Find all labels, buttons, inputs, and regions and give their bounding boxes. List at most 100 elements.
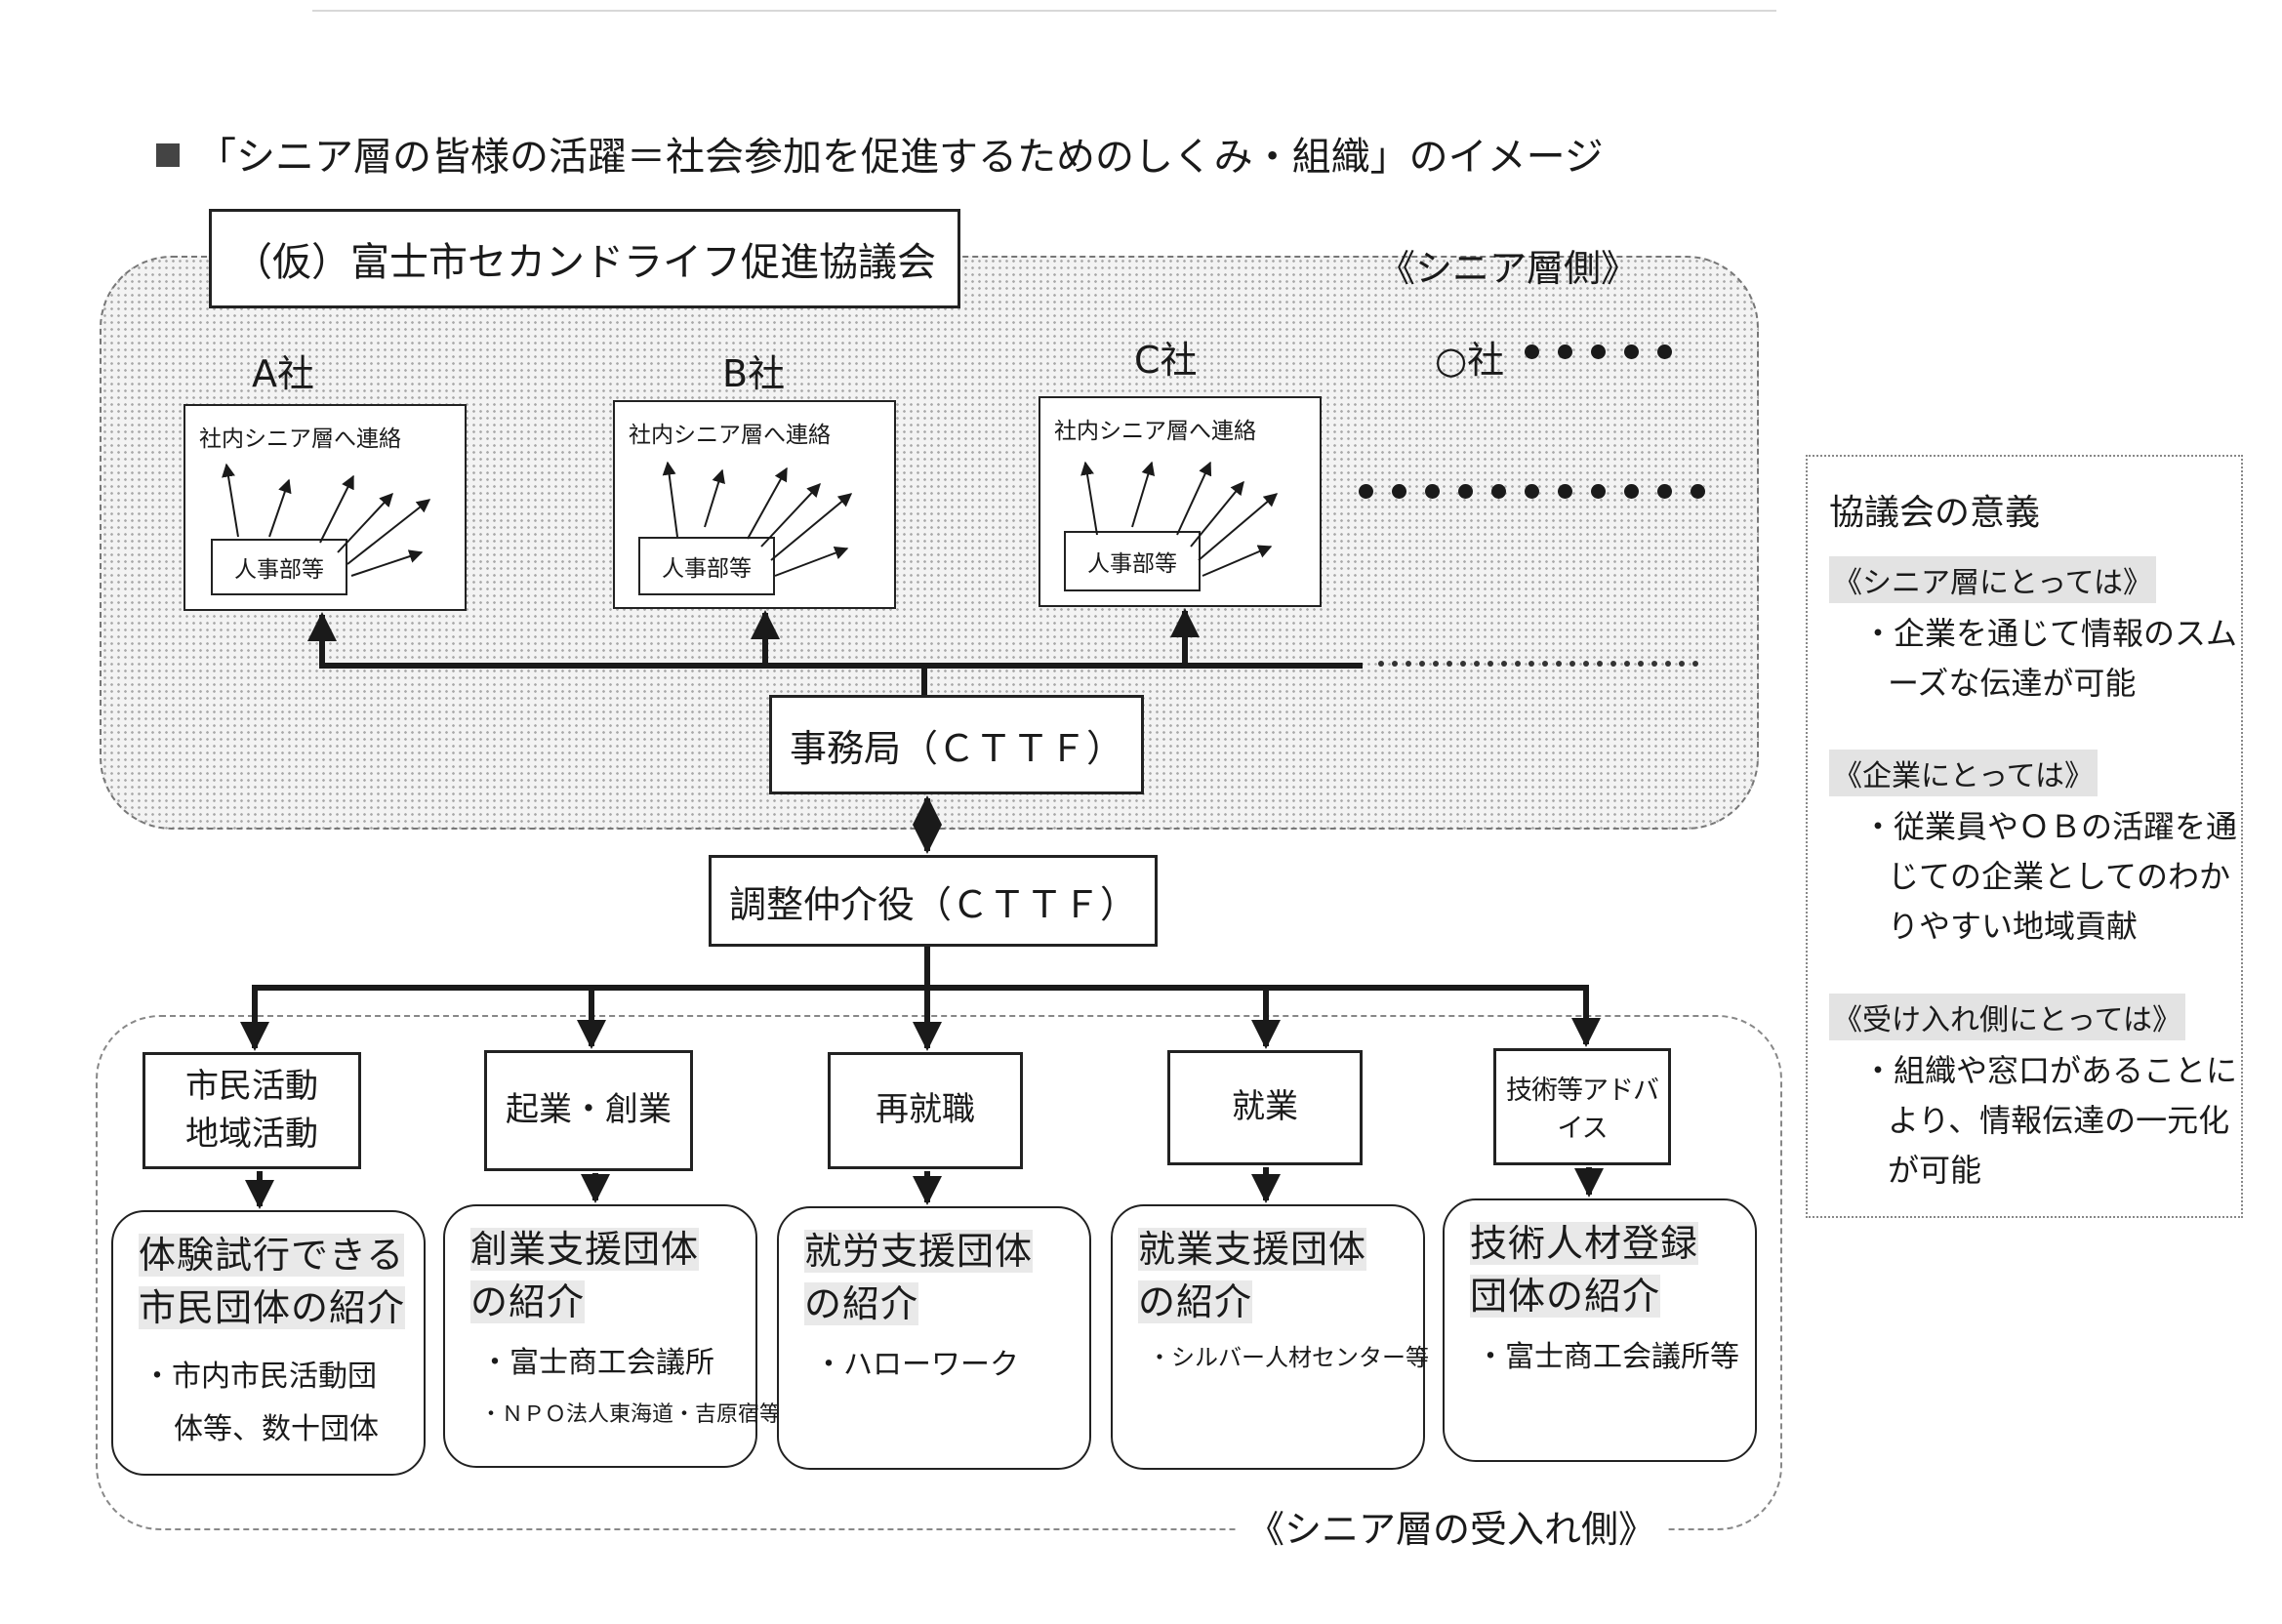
small-ellipsis-dot bbox=[1610, 661, 1616, 667]
small-ellipsis-dot bbox=[1487, 661, 1493, 667]
significance-heading: 《受け入れ側にとっては》 bbox=[1829, 994, 2185, 1040]
ellipsis-dot bbox=[1624, 345, 1639, 359]
institution-box-startup: 創業支援団体 の紹介 ・富士商工会議所 ・ＮＰＯ法人東海道・吉原宿等 bbox=[443, 1204, 781, 1468]
institution-box-employment: 就業支援団体 の紹介 ・シルバー人材センター等 bbox=[1111, 1204, 1429, 1470]
ellipsis-dot bbox=[1691, 484, 1705, 499]
small-ellipsis-dot bbox=[1692, 661, 1698, 667]
institution-title: 就労支援団体 の紹介 bbox=[804, 1226, 1034, 1331]
small-ellipsis-dot bbox=[1447, 661, 1452, 667]
small-ellipsis-dot bbox=[1474, 661, 1480, 667]
institution-example: ・富士商工会議所等 bbox=[1476, 1340, 1739, 1374]
small-ellipsis-dot bbox=[1665, 661, 1671, 667]
company-feed-arrows bbox=[307, 608, 1200, 666]
institution-example: ・シルバー人材センター等 bbox=[1148, 1344, 1429, 1371]
significance-title: 協議会の意義 bbox=[1829, 493, 2041, 533]
small-ellipsis-dot bbox=[1556, 661, 1562, 667]
significance-section-senior: 《シニア層にとっては》 ・企業を通じて情報のスムーズな伝達が可能 bbox=[1829, 556, 2239, 709]
significance-text: ・組織や窓口があることにより、情報伝達の一元化が可能 bbox=[1862, 1052, 2238, 1190]
institution-title: 創業支援団体 の紹介 bbox=[470, 1224, 700, 1329]
ellipsis-dot bbox=[1558, 345, 1572, 359]
significance-heading: 《シニア層にとっては》 bbox=[1829, 556, 2156, 603]
small-ellipsis-dot bbox=[1515, 661, 1521, 667]
company-a-notice: 社内シニア層へ連絡 bbox=[199, 426, 401, 452]
distribution-bus bbox=[319, 663, 1363, 695]
company-c-name: C社 bbox=[1134, 339, 1198, 382]
significance-panel: 協議会の意義 《シニア層にとっては》 ・企業を通じて情報のスムーズな伝達が可能 … bbox=[1806, 455, 2243, 1218]
small-ellipsis-dot bbox=[1542, 661, 1548, 667]
page-heading: 「シニア層の皆様の活躍＝社会参加を促進するためのしくみ・組織」のイメージ bbox=[156, 125, 1604, 182]
company-c-hr-box: 人事部等 bbox=[1064, 531, 1201, 591]
institution-feed-arrows bbox=[245, 1167, 1604, 1209]
company-b-hr-box: 人事部等 bbox=[638, 537, 775, 595]
senior-side-label: 《シニア層側》 bbox=[1378, 247, 1639, 290]
ellipsis-dot bbox=[1425, 484, 1440, 499]
ellipsis-dot bbox=[1591, 345, 1606, 359]
other-company-name: ○社 bbox=[1435, 339, 1505, 382]
square-bullet-icon bbox=[156, 143, 180, 167]
small-ellipsis-dot bbox=[1569, 661, 1575, 667]
small-ellipsis-dot bbox=[1679, 661, 1685, 667]
institution-example: ・ＮＰＯ法人東海道・吉原宿等 bbox=[480, 1402, 782, 1427]
category-technical-advice: 技術等アドバイス bbox=[1493, 1048, 1671, 1165]
category-bus bbox=[252, 947, 1589, 991]
company-c-notice: 社内シニア層へ連絡 bbox=[1054, 419, 1256, 444]
company-b-notice-arrows bbox=[662, 461, 853, 577]
small-ellipsis-dot bbox=[1597, 661, 1603, 667]
ellipsis-dot bbox=[1624, 484, 1639, 499]
small-ellipsis-dot bbox=[1651, 661, 1657, 667]
ellipsis-dot bbox=[1392, 484, 1406, 499]
significance-section-company: 《企業にとっては》 ・従業員やＯＢの活躍を通じての企業としてのわかりやすい地域貢… bbox=[1829, 750, 2239, 953]
small-ellipsis-dot bbox=[1583, 661, 1589, 667]
company-a-name: A社 bbox=[252, 352, 314, 395]
category-civic-activities: 市民活動 地域活動 bbox=[143, 1052, 361, 1169]
company-b-name: B社 bbox=[722, 352, 786, 395]
institution-title: 就業支援団体 の紹介 bbox=[1138, 1224, 1367, 1329]
ellipsis-dot bbox=[1491, 484, 1506, 499]
institution-example: ・ハローワーク bbox=[814, 1348, 1019, 1382]
small-ellipsis-dot bbox=[1392, 661, 1398, 667]
small-ellipsis-dot bbox=[1378, 661, 1384, 667]
institution-title: 技術人材登録 団体の紹介 bbox=[1470, 1218, 1699, 1323]
heading-text: 「シニア層の皆様の活躍＝社会参加を促進するためのしくみ・組織」のイメージ bbox=[197, 135, 1604, 180]
institution-example: ・富士商工会議所 bbox=[480, 1346, 714, 1380]
category-reemployment: 再就職 bbox=[828, 1052, 1023, 1169]
significance-text: ・従業員やＯＢの活躍を通じての企業としてのわかりやすい地域貢献 bbox=[1862, 808, 2238, 946]
significance-heading: 《企業にとっては》 bbox=[1829, 750, 2098, 796]
small-ellipsis-dot bbox=[1638, 661, 1644, 667]
small-ellipsis-dot bbox=[1501, 661, 1507, 667]
ellipsis-dot bbox=[1591, 484, 1606, 499]
small-ellipsis-dot bbox=[1624, 661, 1630, 667]
company-b-notice: 社内シニア層へ連絡 bbox=[629, 423, 831, 448]
small-ellipsis-dot bbox=[1460, 661, 1466, 667]
category-startup: 起業・創業 bbox=[484, 1050, 693, 1171]
receiver-side-label: 《シニア層の受入れ側》 bbox=[1238, 1499, 1666, 1553]
ellipsis-dot bbox=[1359, 484, 1373, 499]
ellipsis-dot bbox=[1657, 484, 1672, 499]
small-ellipsis-dot bbox=[1528, 661, 1534, 667]
significance-text: ・企業を通じて情報のスムーズな伝達が可能 bbox=[1862, 615, 2238, 703]
ellipsis-dot bbox=[1525, 484, 1539, 499]
category-feed-arrows bbox=[240, 988, 1601, 1051]
institution-example: ・市内市民活動団 bbox=[143, 1360, 377, 1394]
secretariat-box: 事務局（ＣＴＴＦ） bbox=[769, 695, 1144, 794]
institution-box-technical: 技術人材登録 団体の紹介 ・富士商工会議所等 bbox=[1443, 1198, 1757, 1462]
small-ellipsis-dot bbox=[1433, 661, 1439, 667]
company-b-box: 社内シニア層へ連絡 人事部等 bbox=[613, 400, 896, 609]
institution-box-civic: 体験試行できる 市民団体の紹介 ・市内市民活動団 体等、数十団体 bbox=[111, 1210, 426, 1476]
company-a-notice-arrows bbox=[222, 463, 431, 577]
company-c-notice-arrows bbox=[1080, 461, 1279, 577]
coordinator-box: 調整仲介役（ＣＴＴＦ） bbox=[709, 855, 1158, 947]
council-box: （仮）富士市セカンドライフ促進協議会 bbox=[209, 209, 960, 308]
institution-title: 体験試行できる 市民団体の紹介 bbox=[139, 1230, 406, 1335]
significance-section-receiver: 《受け入れ側にとっては》 ・組織や窓口があることにより、情報伝達の一元化が可能 bbox=[1829, 994, 2239, 1197]
company-a-hr-box: 人事部等 bbox=[211, 539, 347, 595]
top-rule bbox=[312, 10, 1776, 12]
ellipsis-dot bbox=[1657, 345, 1672, 359]
ellipsis-dot bbox=[1525, 345, 1539, 359]
institution-box-reemployment: 就労支援団体 の紹介 ・ハローワーク bbox=[777, 1206, 1091, 1470]
ellipsis-dot bbox=[1558, 484, 1572, 499]
ellipsis-dot bbox=[1458, 484, 1473, 499]
small-ellipsis-dot bbox=[1419, 661, 1425, 667]
institution-example: 体等、数十団体 bbox=[174, 1412, 379, 1446]
